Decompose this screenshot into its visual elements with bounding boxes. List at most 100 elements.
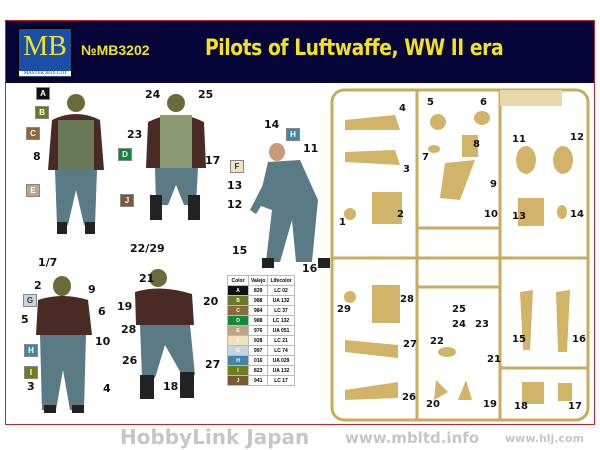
sprue-part-number: 6	[480, 97, 487, 108]
sprue-part-number: 7	[422, 152, 429, 163]
part-callout: 9	[88, 283, 96, 296]
part-callout: 11	[303, 142, 319, 155]
part-callout: 21	[139, 272, 155, 285]
sprue-part	[458, 380, 472, 400]
sprue-part	[428, 145, 440, 153]
figure-back-view-1	[48, 94, 104, 234]
sprue-part	[522, 382, 544, 404]
part-callout: 23	[127, 128, 143, 141]
color-tag-h: H	[24, 344, 38, 357]
color-tag-d: D	[118, 148, 132, 161]
sprue-part-number: 26	[402, 392, 416, 403]
figure-back-view-2	[146, 94, 206, 220]
page-title: Pilots of Luftwaffe, WW II era	[205, 36, 504, 61]
lifecolor-code: LC 17	[267, 375, 295, 386]
sprue-part	[372, 285, 400, 323]
part-callout: 13	[227, 179, 243, 192]
color-tag-g: G	[23, 294, 37, 307]
sprue-part-number: 15	[512, 334, 526, 345]
sprue-part	[344, 291, 356, 303]
watermark-hlj: www.hlj.com	[505, 432, 585, 445]
sprue-part-number: 16	[572, 334, 586, 345]
color-tag-b: B	[35, 106, 49, 119]
color-tag-a: A	[36, 87, 50, 100]
sprue-part	[345, 340, 398, 358]
sprue-part-number: 28	[400, 294, 414, 305]
sprue-part	[462, 135, 478, 157]
part-callout: 8	[33, 150, 41, 163]
paint-row: C 984 LC 37	[227, 305, 295, 316]
paint-row: A 839 LC 02	[227, 285, 295, 296]
part-callout: 10	[95, 335, 111, 348]
sprue-part-number: 14	[570, 209, 584, 220]
part-callout: 6	[98, 305, 106, 318]
sprue-part-number: 10	[484, 209, 498, 220]
header-bar	[6, 21, 594, 83]
sprue-part	[345, 115, 400, 130]
part-callout: 26	[122, 354, 138, 367]
sprue-part	[438, 347, 456, 357]
sprue-part	[474, 111, 490, 125]
part-callout: 27	[205, 358, 221, 371]
part-callout: 28	[121, 323, 137, 336]
part-callout: 3	[27, 380, 35, 393]
sprue-part	[434, 380, 448, 400]
sprue-part-number: 5	[427, 97, 434, 108]
sprue-part-number: 2	[397, 209, 404, 220]
figure-standing-bent	[250, 143, 330, 268]
color-tag-c: C	[26, 127, 40, 140]
part-callout: 25	[198, 88, 214, 101]
sprue-part-number: 27	[403, 339, 417, 350]
sprue-part-number: 25	[452, 304, 466, 315]
part-callout: 4	[103, 382, 111, 395]
sprue-part-number: 22	[430, 336, 444, 347]
color-tag-h: H	[286, 128, 300, 141]
product-code: №MB3202	[81, 42, 150, 58]
master-box-logo: MB MASTER BOX LTD	[17, 27, 73, 79]
color-tag-f: F	[230, 160, 244, 173]
sprue-part	[518, 198, 544, 226]
part-callout: 1/7	[38, 256, 58, 269]
logo-text: MB	[23, 31, 67, 62]
part-callout: 24	[145, 88, 161, 101]
color-tag-i: I	[24, 366, 38, 379]
sprue-part	[345, 382, 398, 400]
sprue-part	[345, 150, 400, 165]
sprue-part	[558, 383, 572, 401]
watermark-mbltd: www.mbltd.info	[345, 429, 480, 447]
sprue-part-number: 3	[403, 164, 410, 175]
sprue-part-number: 20	[426, 399, 440, 410]
vallejo-code: 941	[247, 375, 269, 386]
sprue-part-number: 4	[399, 103, 406, 114]
sprue-part	[553, 146, 573, 174]
part-callout: 22/29	[130, 242, 165, 255]
paint-row: G 997 LC 74	[227, 345, 295, 356]
part-callout: 17	[205, 154, 221, 167]
sprue-part-number: 8	[473, 139, 480, 150]
sprue-part-number: 29	[337, 304, 351, 315]
sprue-part-number: 11	[512, 134, 526, 145]
sprue-part	[440, 160, 475, 200]
sprue-part-number: 24	[452, 319, 466, 330]
sprue-part-number: 1	[339, 217, 346, 228]
sprue-part	[557, 205, 567, 219]
part-callout: 5	[21, 313, 29, 326]
paint-row: J 941 LC 17	[227, 375, 295, 386]
part-callout: 15	[232, 244, 248, 257]
color-tag-e: E	[26, 184, 40, 197]
sprue-part-number: 9	[490, 179, 497, 190]
figure-front-view-2	[135, 269, 195, 399]
sprue-part-number: 21	[487, 354, 501, 365]
part-callout: 2	[34, 279, 42, 292]
sprue-part	[556, 290, 570, 352]
part-callout: 18	[163, 380, 179, 393]
sprue-part-number: 19	[483, 399, 497, 410]
sprue-part	[520, 290, 533, 350]
sprue-part-number: 13	[512, 211, 526, 222]
sprue-part-number: 12	[570, 132, 584, 143]
part-callout: 14	[264, 118, 280, 131]
watermark-hobbylink: HobbyLink Japan	[120, 425, 310, 449]
sprue-part	[430, 114, 446, 130]
